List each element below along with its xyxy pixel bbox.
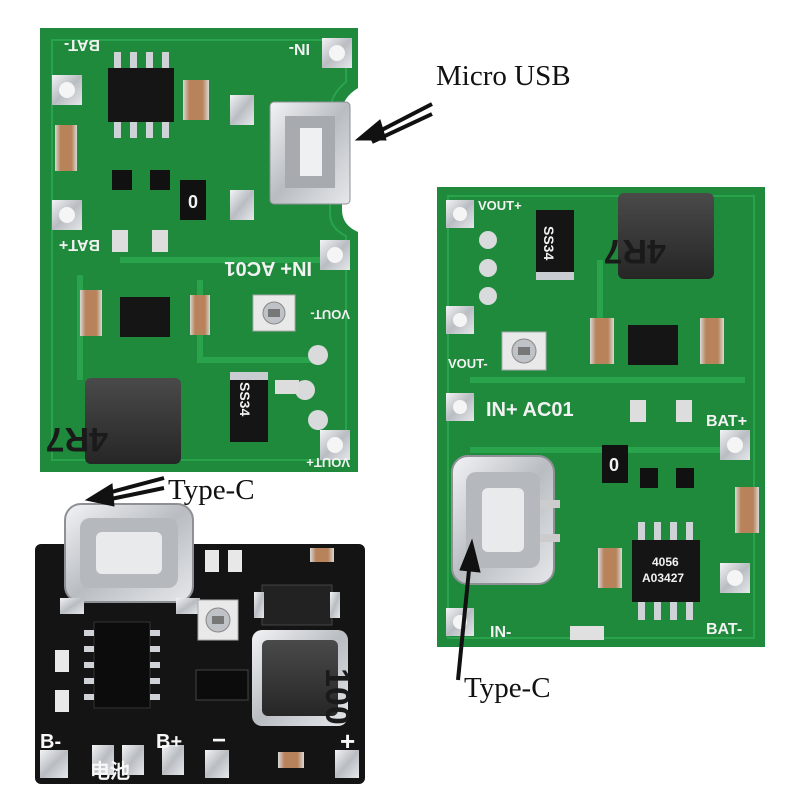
capacitor xyxy=(590,318,614,364)
label-bat-plus: BAT+ xyxy=(706,413,747,430)
capacitor xyxy=(735,487,759,533)
potentiometer xyxy=(501,331,547,371)
label-in-plus-ac01: IN+ AC01 xyxy=(224,257,312,279)
resistor xyxy=(602,445,628,483)
label-vout-plus: VOUT+ xyxy=(478,198,522,213)
board-right xyxy=(437,187,765,647)
ic-chip xyxy=(628,325,678,365)
arrow-micro-usb xyxy=(354,102,433,144)
pad xyxy=(205,750,229,778)
ic-chip xyxy=(93,621,151,709)
label-in-minus: IN- xyxy=(490,624,511,641)
arrow-type-c-bottom xyxy=(456,538,481,681)
capacitor xyxy=(700,318,724,364)
inductor xyxy=(618,193,714,279)
label-vout-minus: VOUT- xyxy=(448,356,488,371)
pad xyxy=(162,745,184,775)
resistor xyxy=(180,180,206,220)
label-battery: 电池 xyxy=(90,760,130,783)
ic-chip xyxy=(632,540,700,602)
capacitor xyxy=(190,295,210,335)
callout-micro-usb: Micro USB xyxy=(436,60,571,92)
label-b-minus: B- xyxy=(40,731,61,753)
capacitor xyxy=(278,752,304,768)
label-vout-minus: VOUT- xyxy=(310,307,350,322)
diode xyxy=(261,584,333,626)
label-vout-plus: VOUT+ xyxy=(306,455,350,470)
board-bottom-left xyxy=(35,503,365,784)
inductor xyxy=(85,378,181,464)
callout-type-c-bottom: Type-C xyxy=(464,672,551,704)
arrows xyxy=(84,102,481,681)
arrow-type-c-top xyxy=(84,476,165,507)
label-plus: + xyxy=(340,726,355,756)
callout-type-c-top: Type-C xyxy=(168,474,255,506)
diode-marking: SS34 xyxy=(237,382,253,416)
inductor-marking: 4R7 xyxy=(604,232,666,270)
inductor-marking: 100 xyxy=(318,668,356,725)
diode xyxy=(230,372,268,442)
label-in-plus-ac01: IN+ AC01 xyxy=(486,399,574,421)
board-top-left xyxy=(40,28,358,472)
pad xyxy=(40,750,68,778)
label-bat-minus: BAT- xyxy=(64,36,100,53)
label-bat-plus: BAT+ xyxy=(59,236,100,253)
silkscreen-right: VOUT+ VOUT- IN+ AC01 BAT+ IN- BAT- 4R7 S… xyxy=(448,198,747,641)
silkscreen-top-left: BAT- IN- BAT+ IN+ AC01 VOUT- VOUT+ 4R7 S… xyxy=(46,36,350,470)
resistor-marking: 0 xyxy=(609,455,619,475)
label-bat-minus: BAT- xyxy=(706,621,742,638)
capacitor xyxy=(80,290,102,336)
capacitor xyxy=(183,80,209,120)
label-b-plus: B+ xyxy=(156,731,182,753)
capacitor xyxy=(55,125,77,171)
label-in-minus: IN- xyxy=(289,40,310,57)
ic-chip xyxy=(120,297,170,337)
pad xyxy=(335,750,359,778)
silkscreen-bottom-left: B- B+ 电池 − + 100 xyxy=(40,668,356,783)
resistor-marking: 0 xyxy=(188,192,198,212)
ic-chip xyxy=(108,68,174,122)
diode-marking: SS34 xyxy=(541,226,557,260)
inductor-marking: 4R7 xyxy=(46,420,108,458)
ic-marking-line1: 4056 xyxy=(652,555,679,569)
pad xyxy=(122,745,144,775)
label-minus: − xyxy=(212,727,226,754)
ic-marking-line2: A03427 xyxy=(642,571,684,585)
capacitor xyxy=(310,548,334,562)
pad xyxy=(92,745,114,775)
capacitor xyxy=(598,548,622,588)
diode xyxy=(536,210,574,280)
